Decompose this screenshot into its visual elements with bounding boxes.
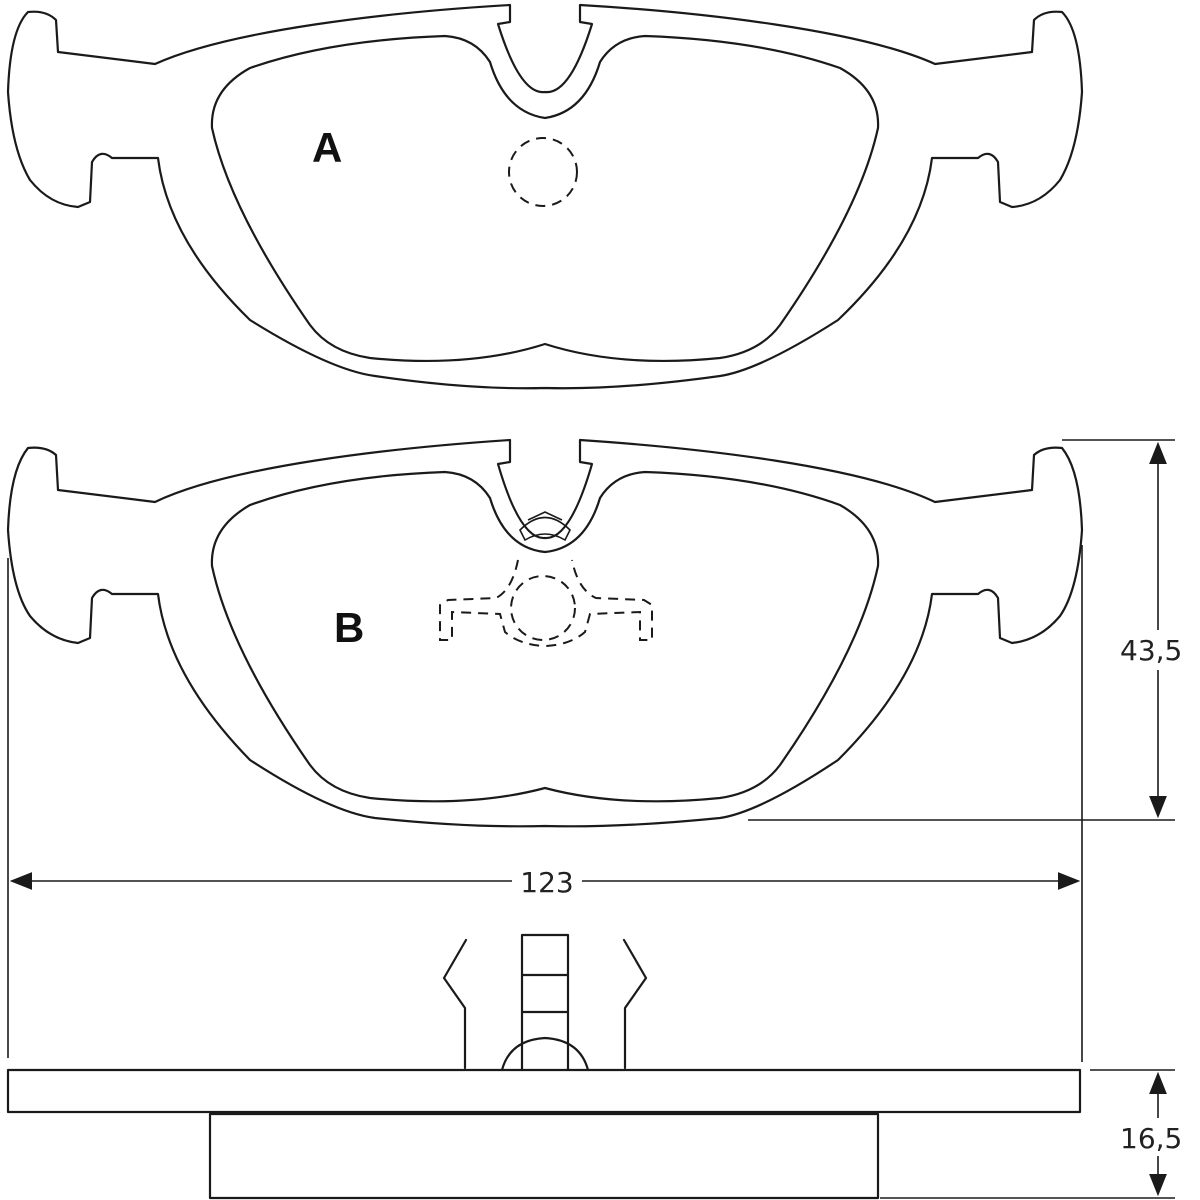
thickness-dimension: 16,5	[880, 1069, 1182, 1199]
pad-b-hidden-spring-clip	[439, 559, 653, 648]
pad-a-label: A	[312, 124, 342, 171]
pad-b-drawing: B	[6, 438, 1084, 828]
pad-a-drawing: A	[6, 3, 1084, 390]
height-dimension-value: 43,5	[1120, 634, 1182, 667]
pad-b-wear-sensor-clip	[519, 511, 571, 542]
pad-a-friction-material	[210, 34, 880, 363]
side-view-backing-plate	[6, 1068, 1082, 1114]
thickness-dimension-value: 16,5	[1120, 1122, 1182, 1155]
pad-b-label: B	[334, 604, 364, 651]
pad-a-backing-plate	[6, 3, 1084, 390]
side-view	[6, 933, 1082, 1200]
pad-b-friction-material	[210, 470, 880, 803]
side-view-friction-block	[208, 1112, 880, 1200]
pad-a-hidden-circle	[508, 137, 578, 207]
width-dimension-value: 123	[520, 866, 573, 899]
width-dimension: 123	[7, 545, 1083, 1062]
height-dimension: 43,5	[748, 439, 1182, 821]
side-view-spring-clip	[442, 933, 648, 1072]
pad-b-backing-plate	[6, 438, 1084, 828]
